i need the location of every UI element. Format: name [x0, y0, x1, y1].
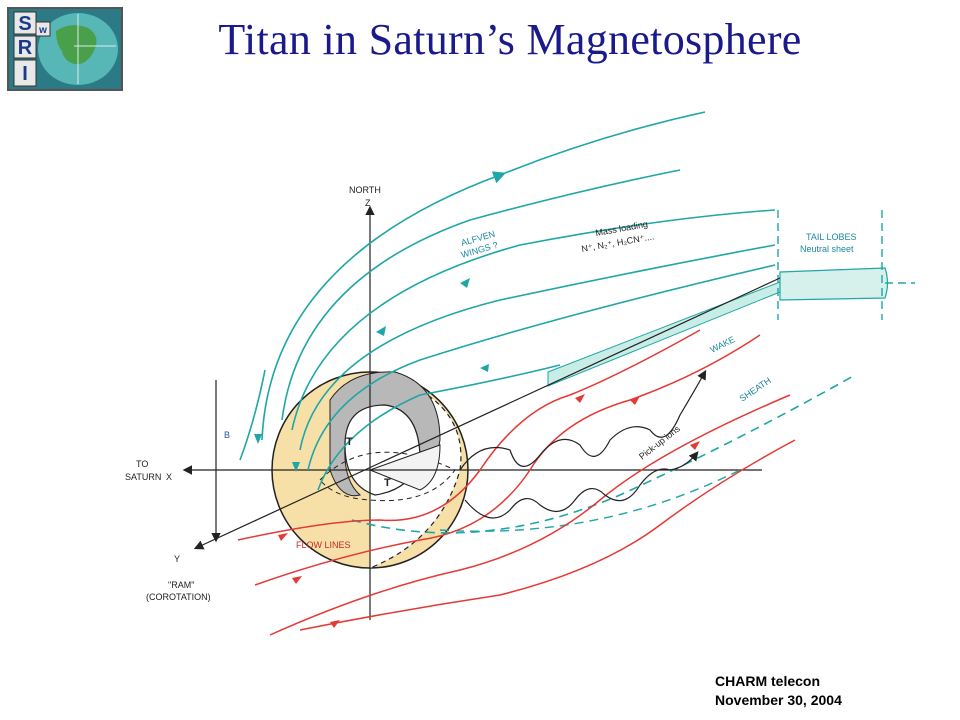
footer-line-2: November 30, 2004 — [715, 692, 842, 708]
slide-title: Titan in Saturn’s Magnetosphere — [218, 15, 802, 64]
swri-logo: S w R I — [7, 7, 123, 91]
sheath-boundary — [351, 374, 856, 534]
logo-letter-w: w — [38, 25, 47, 36]
pickup-ion-trajectories — [459, 369, 707, 519]
sheath-label: SHEATH — [738, 375, 773, 403]
to-saturn-label-2: SATURN — [125, 472, 161, 482]
logo-letter-s: S — [18, 13, 31, 35]
alfven-field-lines — [239, 111, 776, 491]
b-label: B — [224, 430, 230, 440]
t-lower-label: T — [384, 477, 391, 489]
tail-lobes-label-2: Neutral sheet — [800, 244, 854, 254]
footer-line-1: CHARM telecon — [715, 673, 821, 689]
mass-loading-label-2: N⁺, N₂⁺, H₂CN⁺.... — [581, 231, 655, 254]
y-axis — [193, 277, 781, 550]
ram-label-2: (COROTATION) — [146, 592, 211, 602]
flow-lines-label: FLOW LINES — [296, 540, 351, 550]
ram-label-1: "RAM" — [168, 580, 194, 590]
north-label: NORTH — [349, 185, 381, 195]
tail-lobes-tube — [779, 267, 889, 301]
y-label: Y — [174, 554, 180, 564]
wake-band — [547, 281, 781, 387]
x-label: X — [166, 472, 172, 482]
t-upper-label: T — [346, 436, 353, 448]
tail-lobes-label-1: TAIL LOBES — [806, 232, 857, 242]
logo-letter-r: R — [18, 37, 33, 59]
logo-letter-i: I — [22, 63, 28, 85]
footer: CHARM telecon November 30, 2004 — [715, 672, 842, 710]
z-label: Z — [365, 198, 371, 208]
red-flow-lines — [237, 329, 796, 636]
pickup-ions-label: Pick-up ions — [637, 423, 682, 461]
to-saturn-label-1: TO — [136, 459, 148, 469]
